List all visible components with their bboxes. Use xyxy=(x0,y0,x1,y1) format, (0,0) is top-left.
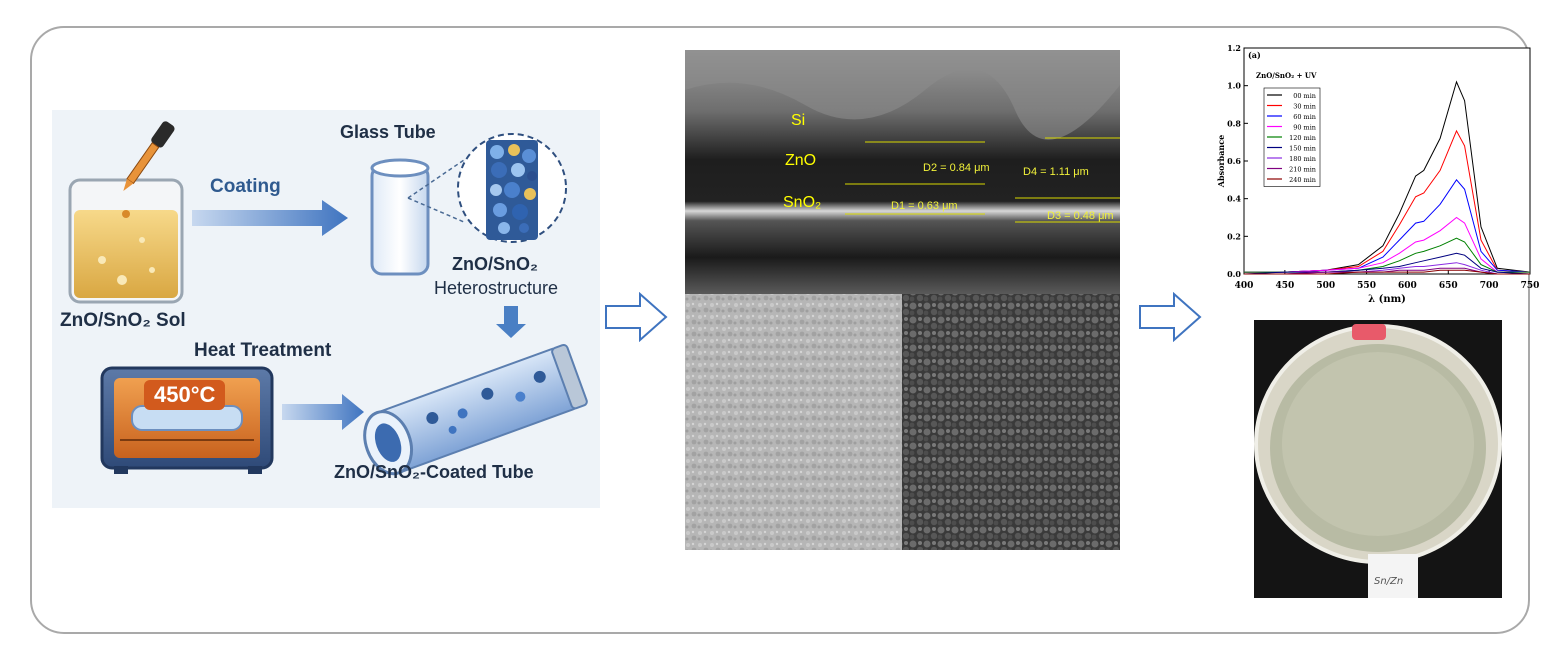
glass-tube-label: Glass Tube xyxy=(340,122,436,142)
sol-label: ZnO/SnO₂ Sol xyxy=(60,310,186,331)
droplet-icon xyxy=(122,210,130,218)
sem-d2: D2 = 0.84 μm xyxy=(923,162,990,174)
coating-label: Coating xyxy=(210,176,281,197)
legend-entry: 00 min xyxy=(1293,92,1316,100)
sem-images xyxy=(685,50,1120,550)
sem-d3: D3 = 0.48 μm xyxy=(1047,210,1114,222)
heat-arrow xyxy=(282,394,364,430)
panel-label: (a) xyxy=(1248,50,1261,60)
x-tick-label: 600 xyxy=(1398,281,1417,291)
y-tick-label: 0.4 xyxy=(1227,194,1241,204)
sem-d4: D4 = 1.11 μm xyxy=(1023,166,1089,178)
x-tick-label: 750 xyxy=(1521,281,1540,291)
heterostructure-label-line2: Heterostructure xyxy=(434,278,559,298)
sem-d1: D1 = 0.63 μm xyxy=(891,200,958,212)
y-tick-label: 0.2 xyxy=(1227,231,1241,241)
coating-arrow xyxy=(192,200,348,236)
legend-entry: 150 min xyxy=(1289,145,1316,153)
sem-layer-zno: ZnO xyxy=(785,152,817,169)
y-tick-label: 0.6 xyxy=(1227,156,1241,166)
y-tick-label: 0.8 xyxy=(1227,118,1241,128)
schematic-illustration xyxy=(68,121,588,476)
flow-arrow-1 xyxy=(605,292,668,342)
absorbance-chart: 400 450 500 550 600 650 700 750 0.0 0.2 0.4 0.6 0.8 1… xyxy=(1214,40,1544,318)
legend-entry: 210 min xyxy=(1289,166,1316,174)
dropper-icon xyxy=(123,121,175,191)
coated-tube-label: ZnO/SnO₂-Coated Tube xyxy=(334,462,534,482)
legend-entry: 240 min xyxy=(1289,176,1316,184)
x-axis-label: λ (nm) xyxy=(1368,294,1406,305)
legend-title: ZnO/SnO₂ + UV xyxy=(1256,71,1317,80)
petri-dish-illustration: Sn/Zn xyxy=(1254,320,1502,598)
sem-layer-sno2: SnO₂ xyxy=(783,194,822,211)
series-line xyxy=(1244,269,1530,275)
x-tick-label: 450 xyxy=(1275,281,1294,291)
x-tick-label: 400 xyxy=(1235,281,1254,291)
legend-entry: 90 min xyxy=(1293,124,1316,132)
legend-entry: 180 min xyxy=(1289,155,1316,163)
coated-tube-icon xyxy=(363,343,588,476)
heterostructure-label-line1: ZnO/SnO₂ xyxy=(452,254,538,274)
legend-entry: 30 min xyxy=(1293,103,1316,111)
x-tick-label: 700 xyxy=(1480,281,1499,291)
y-axis-label: Absorbance xyxy=(1216,135,1226,188)
y-tick-label: 0.0 xyxy=(1227,269,1241,279)
flow-arrow-2 xyxy=(1139,292,1202,342)
x-tick-label: 500 xyxy=(1316,281,1335,291)
chart-svg: 400 450 500 550 600 650 700 750 0.0 0.2 0.4 0.6 0.8 1… xyxy=(1216,43,1540,305)
heterostructure-zoom-icon xyxy=(457,133,567,243)
beaker-icon xyxy=(68,178,184,304)
legend-entry: 60 min xyxy=(1293,113,1316,121)
y-tick-label: 1.0 xyxy=(1227,81,1241,91)
petri-dish-photo: Sn/Zn xyxy=(1254,320,1502,598)
sem-panel: Si ZnO SnO₂ D2 = 0.84 μm D1 = 0.63 μm D4… xyxy=(685,50,1120,550)
fabrication-schematic: Glass Tube Coating ZnO/SnO₂ Sol ZnO/SnO₂… xyxy=(52,110,600,508)
sem-layer-si: Si xyxy=(791,112,806,129)
x-tick-label: 550 xyxy=(1357,281,1376,291)
down-arrow xyxy=(496,306,526,338)
glass-tube-icon xyxy=(370,158,430,276)
temperature-badge: 450°C xyxy=(144,380,226,410)
heat-treatment-label: Heat Treatment xyxy=(194,340,332,361)
x-tick-label: 650 xyxy=(1439,281,1458,291)
dish-label-text: Sn/Zn xyxy=(1374,576,1403,587)
series-line xyxy=(1244,216,1530,273)
legend-entry: 120 min xyxy=(1289,134,1316,142)
y-tick-label: 1.2 xyxy=(1227,43,1241,53)
